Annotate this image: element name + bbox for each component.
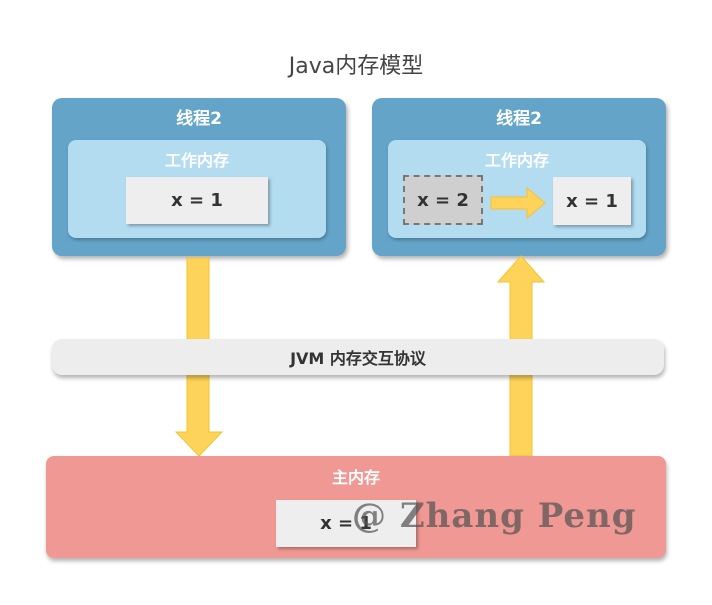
main-memory-box: 主内存 x = 1 — [46, 456, 666, 558]
left-thread-box: 线程2 工作内存 x = 1 — [52, 98, 346, 256]
left-work-memory-var: x = 1 — [126, 177, 268, 224]
right-old-var: x = 2 — [403, 175, 483, 225]
right-work-memory-label: 工作内存 — [484, 151, 549, 170]
left-work-memory-label: 工作内存 — [164, 151, 229, 170]
right-thread-box: 线程2 工作内存 x = 2 x = 1 — [372, 98, 666, 256]
right-new-var: x = 1 — [553, 177, 631, 225]
jvm-protocol-bar: JVM 内存交互协议 — [52, 339, 664, 375]
right-work-memory-box: 工作内存 x = 2 x = 1 — [388, 140, 646, 238]
left-work-memory-box: 工作内存 x = 1 — [68, 140, 326, 238]
diagram-title: Java内存模型 — [288, 54, 424, 79]
main-memory-label: 主内存 — [331, 468, 380, 487]
left-thread-label: 线程2 — [176, 109, 222, 129]
update-arrow — [490, 186, 546, 220]
watermark: @ Zhang Peng — [352, 496, 637, 536]
right-thread-label: 线程2 — [496, 109, 542, 129]
main-memory-var: x = 1 — [276, 500, 416, 547]
